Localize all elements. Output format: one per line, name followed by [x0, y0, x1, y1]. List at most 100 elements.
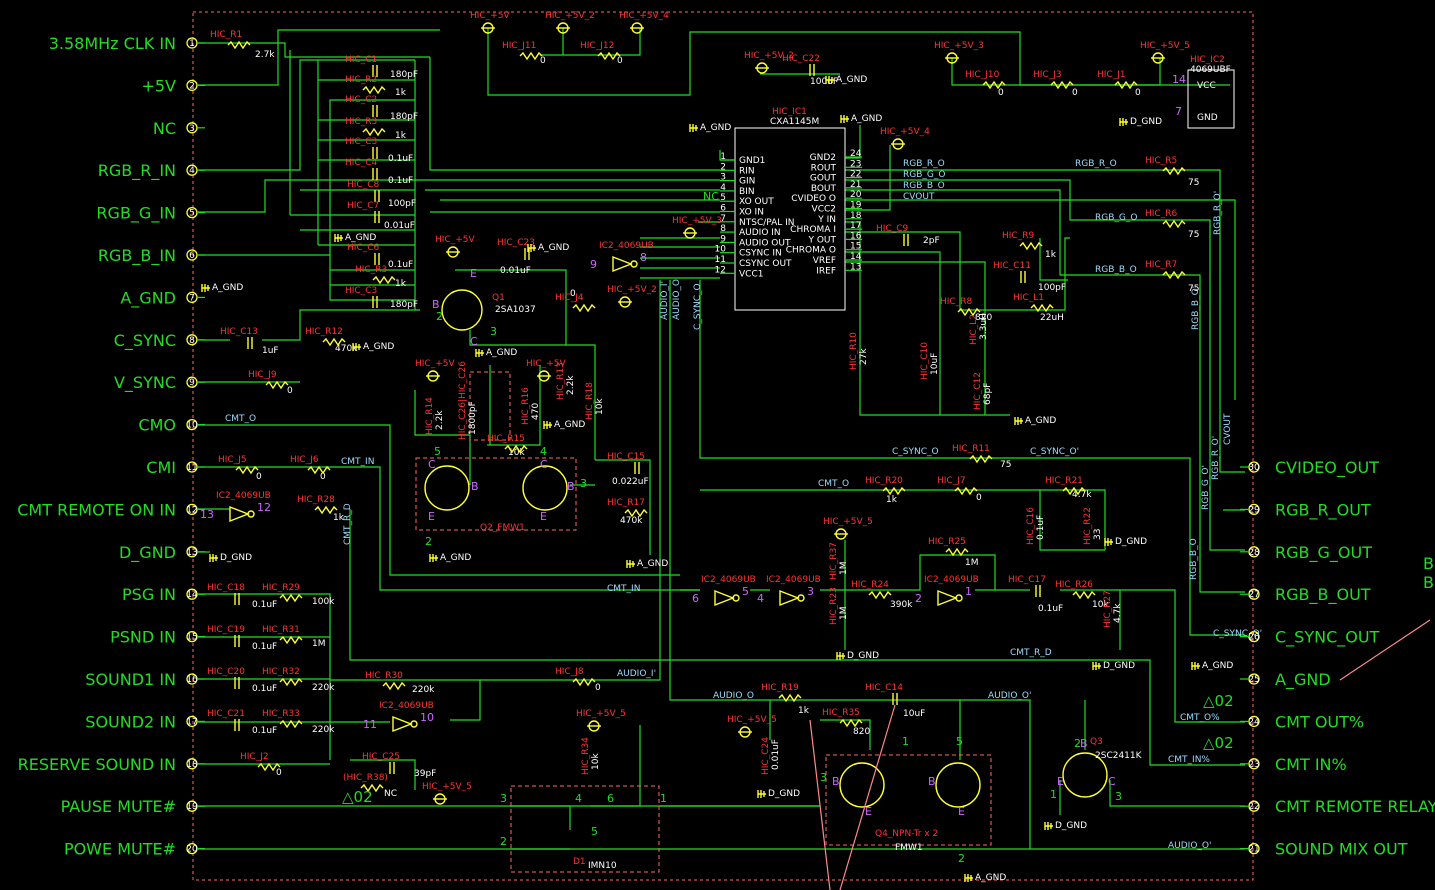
component-value: 10k	[508, 448, 525, 458]
net-label: CMT_O	[225, 414, 256, 424]
left-pin-number: 9	[189, 378, 195, 388]
q1-e: E	[470, 267, 477, 280]
net-label: RGB_G_O'	[1201, 465, 1211, 510]
gate-pin-out: 10	[420, 711, 434, 724]
component-value: 220k	[312, 683, 335, 693]
ground-icon	[1191, 662, 1200, 670]
net-label: RGB_R_O'	[1213, 191, 1223, 235]
ground-label: D_GND	[1055, 821, 1087, 831]
ground-label: A_GND	[363, 342, 394, 352]
component-value: 0.1uF	[252, 642, 277, 652]
ground-label: A_GND	[975, 873, 1006, 883]
component-ref: HIC_R2	[345, 75, 377, 85]
component-value: 100uF	[810, 77, 838, 87]
left-connector: 13.58MHz CLK IN2+5V3NC4RGB_R_IN5RGB_G_IN…	[17, 34, 205, 859]
ic1-pin-name: CSYNC OUT	[739, 259, 792, 269]
component-ref: HIC_R25	[928, 537, 966, 547]
q3-c: C	[1108, 775, 1116, 788]
component-ref: HIC_C16	[1026, 507, 1036, 545]
power-label: HIC_+5V_5	[576, 709, 626, 719]
ground-label: A_GND	[637, 559, 668, 569]
component-value: 0	[1072, 88, 1078, 98]
component-ref: HIC_R23	[829, 587, 839, 625]
gate-pin-in: 11	[363, 718, 377, 731]
inverter-icon	[779, 589, 800, 607]
net-label: C_SYNC_O	[892, 447, 939, 457]
inverter-icon	[392, 715, 413, 733]
ground-symbols: A_GNDA_GNDA_GNDD_GNDA_GNDA_GNDA_GNDA_GND…	[201, 75, 1233, 883]
left-pin-label: CMI	[146, 458, 176, 477]
component-ref: HIC_R1	[210, 30, 242, 40]
right-pin-number: 26	[1248, 633, 1260, 643]
ic1-pin-number: 8	[720, 224, 726, 234]
left-pin-number: 1	[189, 39, 195, 49]
component-value: 0	[256, 472, 262, 482]
ground-icon	[1092, 662, 1101, 670]
component-ref: HIC_R34	[581, 737, 591, 775]
component-value: 2.2k	[435, 410, 445, 430]
component-ref: HIC_C23	[497, 238, 535, 248]
ic1-pin-number: 21	[850, 180, 861, 190]
component-value: 1k	[1045, 250, 1057, 260]
component-ref: HIC_R10	[849, 332, 859, 370]
component-ref: HIC_R11	[952, 444, 990, 454]
component-ref: HIC_J4	[555, 293, 584, 303]
component-ref: HIC_R33	[262, 709, 300, 719]
power-label: HIC_+5V_3	[672, 216, 722, 226]
q4-pin2: 2	[958, 852, 965, 865]
ic1-pin-number: 10	[715, 245, 727, 255]
component-ref: HIC_R30	[365, 671, 403, 681]
component-value: 100k	[312, 597, 335, 607]
component-ref: HIC_C12	[973, 372, 983, 410]
ic1-pin-number: 4	[720, 183, 726, 193]
ic1-pin-number: 22	[850, 170, 861, 180]
component-value: 33	[1093, 529, 1103, 540]
component-ref: HIC_J3	[1033, 70, 1062, 80]
component-ref: HIC_C6	[347, 243, 379, 253]
left-pin-label: PAUSE MUTE#	[61, 797, 176, 816]
component-value: 0	[1135, 88, 1141, 98]
ground-icon	[334, 234, 343, 242]
gate-pin-in: 2	[915, 592, 922, 605]
left-pin-label: RESERVE SOUND IN	[18, 755, 176, 774]
ground-icon	[201, 284, 210, 292]
component-ref: (HIC_R38)	[343, 773, 388, 783]
component-ref: HIC_R31	[262, 625, 300, 635]
ic1-pin-name: VREF	[813, 256, 836, 266]
ic1-pin-number: 16	[850, 231, 862, 241]
ic1-pin-number: 15	[850, 242, 861, 252]
q3-ref: Q3	[1090, 737, 1103, 747]
component-value: 1k	[395, 88, 407, 98]
component-ref: HIC_J12	[580, 41, 614, 51]
component-value: 27k	[859, 348, 869, 365]
power-label: HIC_+5V	[415, 359, 455, 369]
q3-e: E	[1057, 775, 1064, 788]
edge-text: B	[1423, 554, 1434, 573]
component-value: 1k	[395, 279, 407, 289]
right-pin-label: CVIDEO_OUT	[1275, 458, 1379, 478]
left-pin-number: 11	[186, 463, 197, 473]
q2b-c: C	[540, 458, 548, 471]
ground-icon	[836, 652, 845, 660]
net-label: RGB_G_O	[1095, 213, 1137, 223]
net-label: C_SYNC_O'	[1213, 629, 1262, 639]
d1-package	[510, 785, 660, 873]
revision-mark: △02	[1203, 692, 1234, 710]
net-label: RGB_R_O	[903, 159, 945, 169]
ground-icon	[626, 560, 635, 568]
ic1-ref: HIC_IC1	[772, 107, 807, 117]
component-value: 3.3uH	[979, 313, 989, 340]
c26-package	[469, 371, 511, 441]
left-pin-number: 16	[186, 675, 198, 685]
ic1-pin-number: 18	[850, 211, 862, 221]
net-label: CMT_O	[818, 479, 849, 489]
component-ref: HIC_R17	[607, 498, 645, 508]
inverter-icon	[714, 589, 735, 607]
left-pin-number: 19	[186, 802, 198, 812]
component-value: 0.1uF	[388, 176, 413, 186]
transistor-symbols	[424, 289, 1108, 808]
left-pin-number: 4	[189, 166, 195, 176]
left-pin-number: 6	[189, 251, 195, 261]
component-value: 75	[1188, 284, 1199, 294]
inverter-icon	[229, 505, 250, 523]
